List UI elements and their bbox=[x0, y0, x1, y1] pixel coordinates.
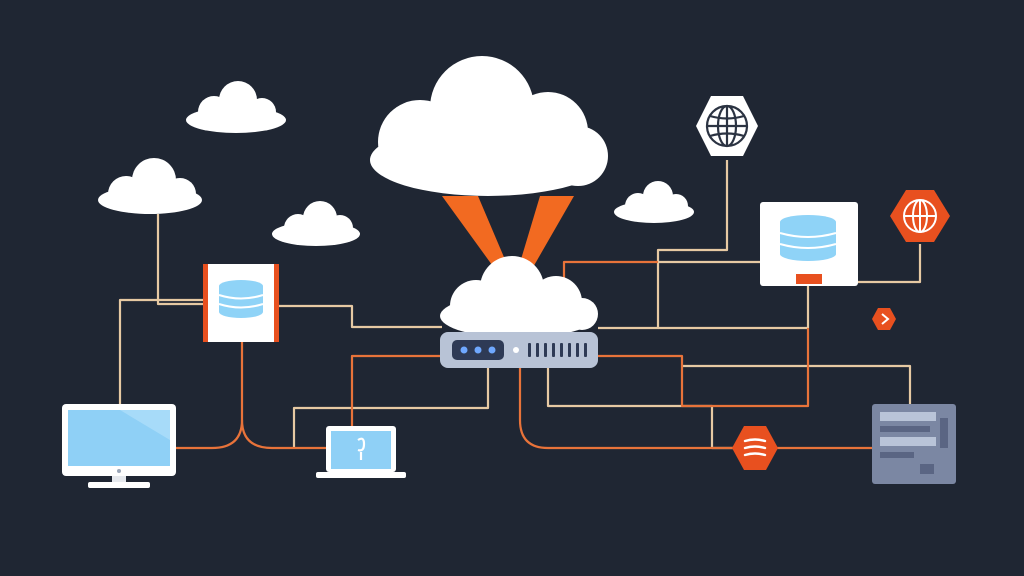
link-router-right bbox=[598, 354, 810, 408]
laptop-icon bbox=[316, 426, 406, 478]
database-icon bbox=[218, 280, 264, 318]
router-cloud-icon bbox=[440, 256, 598, 338]
globe-icon bbox=[903, 199, 937, 233]
server-node bbox=[872, 404, 956, 484]
router-led bbox=[488, 346, 496, 354]
link-router-to-server bbox=[546, 368, 768, 450]
beam-left bbox=[442, 196, 512, 276]
rss-feed-icon bbox=[743, 438, 767, 457]
desktop-node bbox=[62, 404, 176, 488]
link-cloud-left-to-database bbox=[156, 214, 204, 306]
desktop-monitor-icon bbox=[62, 404, 176, 488]
router-led bbox=[460, 346, 468, 354]
router-led bbox=[474, 346, 482, 354]
router-vent-slots bbox=[528, 343, 587, 357]
link-database-to-desktop bbox=[176, 340, 244, 450]
rss-badge-node bbox=[732, 426, 778, 470]
database-icon bbox=[779, 215, 837, 261]
cloud-icon bbox=[370, 56, 608, 196]
laptop-node bbox=[316, 426, 406, 478]
cloud-icon bbox=[186, 81, 286, 133]
cloud-icon bbox=[272, 201, 360, 246]
server-tower-icon bbox=[872, 404, 956, 484]
router-node bbox=[440, 256, 598, 368]
beam-right bbox=[516, 196, 574, 276]
globe-icon bbox=[705, 104, 749, 148]
network-links bbox=[118, 160, 922, 450]
link-globe-right bbox=[858, 244, 922, 284]
cloud-icon bbox=[614, 181, 694, 223]
laptop-screen-emblem bbox=[357, 437, 366, 460]
link-desktop-up bbox=[118, 298, 204, 404]
globe-top-node bbox=[696, 96, 758, 156]
link-database-right-down bbox=[658, 286, 810, 330]
router-status-dot bbox=[513, 347, 519, 353]
link-router-to-rss bbox=[518, 368, 736, 450]
chevron-right-icon bbox=[881, 313, 890, 325]
globe-right-node bbox=[890, 190, 950, 242]
link-server-up bbox=[682, 364, 912, 404]
link-globe-top-to-router bbox=[598, 160, 729, 330]
link-router-to-laptop bbox=[292, 368, 490, 448]
database-right-node bbox=[760, 202, 858, 286]
database-left-node bbox=[203, 264, 279, 342]
arrow-badge-node bbox=[872, 308, 896, 330]
link-database-to-router bbox=[278, 304, 442, 329]
cloud-icon bbox=[98, 158, 202, 214]
